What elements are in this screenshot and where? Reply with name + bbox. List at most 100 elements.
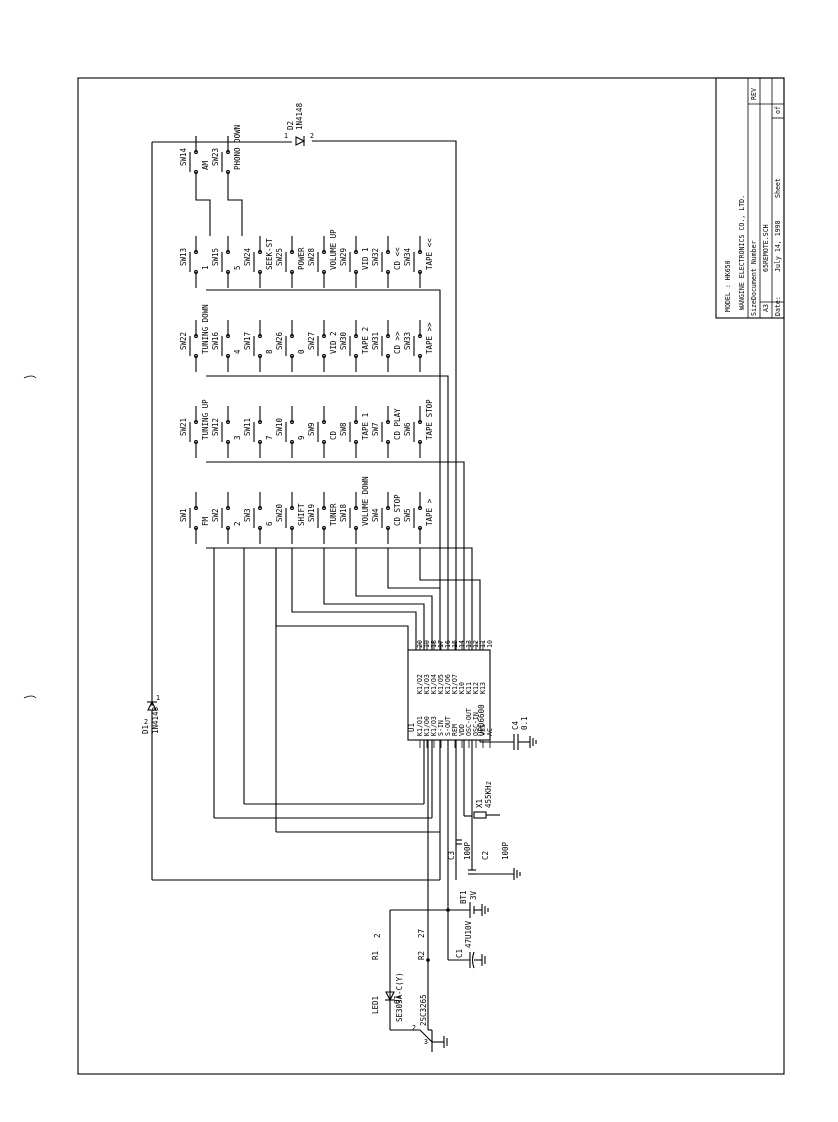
ic-pin-right: K11	[465, 682, 473, 694]
ic-pin-right: K13	[479, 682, 487, 694]
title-date: July 14, 1998	[774, 220, 782, 272]
switch-label: 0	[297, 349, 306, 354]
ic-pin-right: K1/O5	[437, 674, 445, 694]
ic-pin-left: OSC-OUT	[465, 708, 473, 736]
switch-ref: SW1	[179, 508, 188, 522]
bt1-value: 3V	[469, 890, 478, 900]
d1-pin2: 2	[144, 718, 148, 726]
switch-label: 6	[265, 521, 274, 526]
switch-sw2: SW22	[211, 492, 242, 544]
c4-ref: C4	[511, 720, 520, 730]
switch-ref: SW28	[307, 247, 316, 266]
switch-label: TUNING UP	[201, 399, 210, 440]
d1-pin1: 1	[156, 694, 160, 702]
ic-pin-left: K1/O3	[430, 716, 438, 736]
title-company: WANGINE ELECTRONICS CO., LTD.	[738, 195, 746, 310]
switch-label: VID 2	[329, 331, 338, 354]
title-rev-label: REV	[750, 88, 758, 100]
switch-sw20: SW20 SHIFT	[275, 492, 306, 544]
c1-value: 47U10V	[464, 920, 473, 948]
switch-sw22: SW22 TUNING DOWN	[179, 304, 210, 372]
ic-pin-right: K1/O2	[416, 674, 424, 694]
diode-d1: D1 1N4148 1 2	[141, 142, 440, 881]
switch-label: 5	[233, 265, 242, 270]
q1-value: 2SC3265	[419, 994, 428, 1026]
x1-value: 455KHz	[484, 781, 493, 808]
switch-label: 8	[265, 349, 274, 354]
ic-part: UPD6600	[477, 704, 486, 736]
ic-pin-number: 12	[472, 640, 480, 648]
ic-pin-left: K1/O0	[423, 716, 431, 736]
ic-pin-left: K1/O1	[416, 716, 424, 736]
switch-label: SHIFT	[297, 503, 306, 526]
switch-ref: SW25	[275, 248, 284, 266]
switch-label: 3	[233, 435, 242, 440]
d1-ref: D1	[141, 725, 150, 734]
d2-pin2: 2	[310, 132, 314, 140]
c2-value: 100P	[501, 841, 510, 860]
q1-pin-c: 3	[424, 1038, 428, 1046]
switch-ref: SW22	[179, 332, 188, 350]
r1-ref: R1	[371, 951, 380, 960]
diode-d2: D2 1N4148 1 2	[284, 102, 314, 146]
switch-label: TAPE >	[425, 498, 434, 526]
switch-label: CD <<	[393, 247, 402, 270]
switch-label: TUNER	[329, 503, 338, 526]
switch-label: 7	[265, 435, 274, 440]
switch-ref: SW20	[275, 503, 284, 522]
title-of-label: of	[774, 106, 782, 114]
switch-ref: SW14	[179, 147, 188, 166]
r2-ref: R2	[417, 951, 426, 960]
switch-label: TUNING DOWN	[201, 304, 210, 354]
switch-ref: SW10	[275, 417, 284, 436]
title-model: MODEL : HK650	[724, 260, 732, 312]
switch-ref: SW8	[339, 422, 348, 436]
led1-value: SE303A-C(Y)	[395, 972, 404, 1022]
ic-pin-right: K1/O4	[430, 674, 438, 694]
ic-pin-number: 10	[486, 640, 494, 648]
switch-label: CD >>	[393, 331, 402, 354]
ic-pin-number: 11	[479, 640, 487, 648]
title-size: A3	[762, 304, 770, 312]
switch-sw19: SW19 TUNER	[307, 492, 338, 544]
switch-ref: SW3	[243, 508, 252, 522]
ic-pin-left: S-OUT	[444, 716, 452, 736]
switch-ref: SW27	[307, 332, 316, 350]
margin-mark	[23, 375, 37, 379]
ic-pin-left: REM	[451, 724, 459, 736]
ic-pin-number: 14	[458, 640, 466, 648]
switch-label: TAPE >>	[425, 322, 434, 354]
switch-label: AM	[201, 160, 210, 170]
d2-value: 1N4148	[295, 102, 304, 130]
r1-value: 2	[373, 933, 382, 938]
led1-ref: LED1	[371, 996, 380, 1014]
title-size-label: Size	[750, 300, 758, 316]
ic-pin-right: K1/O6	[444, 674, 452, 694]
switch-ref: SW12	[211, 418, 220, 436]
switch-ref: SW30	[339, 331, 348, 350]
switch-sw3: SW3 6	[243, 492, 274, 544]
c3-value: 100P	[463, 841, 472, 860]
switch-ref: SW21	[179, 418, 188, 436]
switch-sw27: SW27 VID 2	[307, 320, 338, 372]
d2-ref: D2	[286, 121, 295, 130]
c3-ref: C3	[447, 851, 456, 860]
switch-ref: SW15	[211, 248, 220, 266]
title-docnum-label: Document Number	[750, 240, 758, 300]
switch-ref: SW19	[307, 504, 316, 522]
switch-label: 2	[233, 521, 242, 526]
